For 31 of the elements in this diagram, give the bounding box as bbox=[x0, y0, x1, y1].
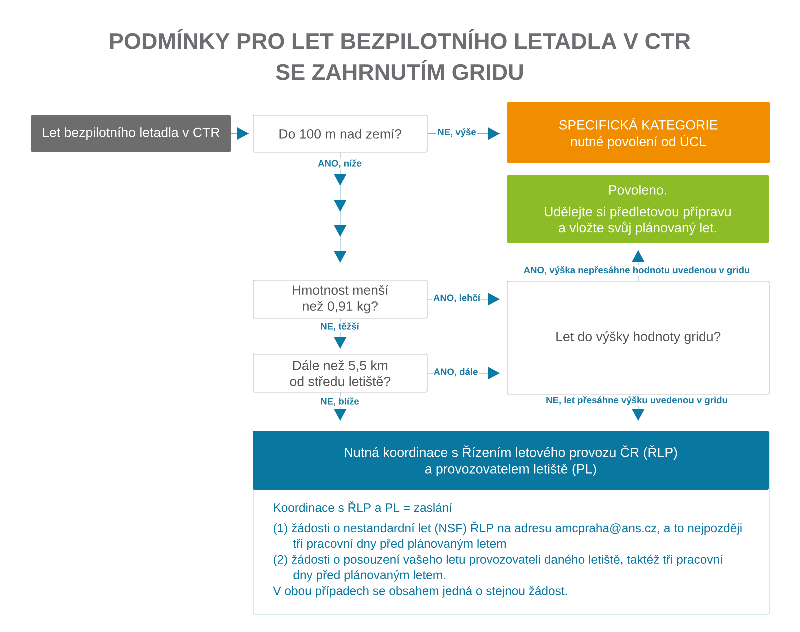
start-box: Let bezpilotního letadla v CTR bbox=[31, 115, 232, 152]
arrow bbox=[231, 127, 250, 140]
edge-label: ANO, lehčí bbox=[432, 293, 482, 304]
arrow bbox=[334, 392, 347, 422]
coordination-box bbox=[253, 431, 770, 615]
category-heading: SPECIFICKÁ KATEGORIE bbox=[559, 118, 718, 130]
edge-label: ANO, níže bbox=[317, 158, 363, 170]
edge-label: NE, výše bbox=[436, 128, 478, 138]
approval-heading: Povoleno. bbox=[610, 185, 666, 195]
decision-box: Do 100 m nad zemí? bbox=[253, 115, 428, 153]
body-heading: Koordinace s ŘLP a PL = zaslání bbox=[274, 501, 452, 512]
decision-box: Dále než 5,5 km od středu letiště? bbox=[253, 354, 428, 393]
instruction-text: Udělejte si předletovou přípravu a vložte svůj plánovaný let. bbox=[545, 206, 731, 236]
title: PODMÍNKY PRO LET BEZPILOTNÍHO LETADLA V CTR SE ZAHRNUTÍM GRIDU bbox=[110, 29, 691, 80]
edge-label: NE, let přesáhne výšku uvedenou v gridu bbox=[545, 396, 729, 406]
arrow bbox=[334, 152, 347, 264]
edge-label: ANO, výška nepřesáhne hodnotu uvedenou v gridu bbox=[522, 266, 752, 276]
note-text: V obou případech se obsahem jedná o stejnou žádost. bbox=[273, 586, 568, 598]
edge-label: NE, blíže bbox=[320, 396, 360, 408]
edge-label: NE, těžší bbox=[320, 322, 360, 332]
arrow bbox=[632, 394, 645, 422]
arrow bbox=[632, 250, 645, 282]
list-item: (2) žádosti o posouzení vašeho letu provozovateli daného letiště, taktéž tři pracovní dny před plánovaným letem. bbox=[274, 554, 724, 582]
list-item: (1) žádosti o nestandardní let (NSF) ŘLP na adresu amcpraha@ans.cz, a to nejpozději tři pracovní dny před plánovaným letem bbox=[274, 522, 742, 550]
arrow bbox=[334, 318, 347, 350]
decision-box: Hmotnost menší než 0,91 kg? bbox=[253, 280, 428, 319]
header-band: Nutná koordinace s Řízením letového provozu ČR (ŘLP) a provozovatelem letiště (PL) bbox=[253, 431, 769, 490]
edge-label: ANO, dále bbox=[432, 367, 480, 378]
approval-box bbox=[507, 175, 770, 244]
category-box bbox=[507, 102, 770, 164]
category-note: nutné povolení od ÚCL bbox=[571, 134, 706, 150]
